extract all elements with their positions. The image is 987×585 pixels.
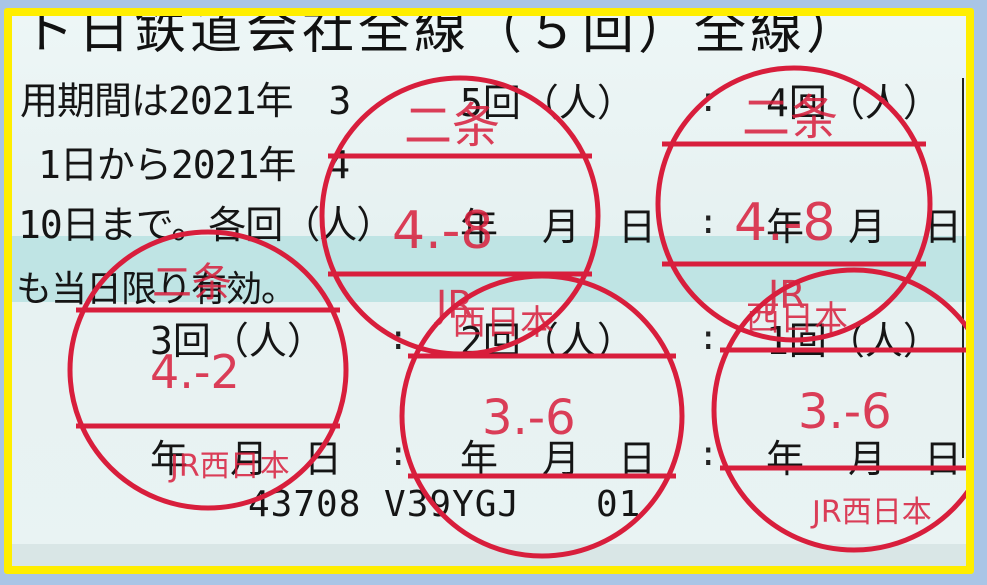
ticket-frame: ト日鉄道会社全線（５回）全線） 用期間は2021年 3 1日から2021年 4 … <box>4 8 974 574</box>
ticket: ト日鉄道会社全線（５回）全線） 用期間は2021年 3 1日から2021年 4 … <box>12 16 966 566</box>
station-stamps: 二条 4.-8 JR 二条 4.-8 JR 二条 4.-2 JR西日本 西日本 … <box>67 65 966 559</box>
entry-1-year: 年 <box>766 437 805 481</box>
ticket-code: 01 <box>596 484 642 525</box>
stamp-entry-5-top: 二条 <box>404 98 500 154</box>
right-border-line <box>962 78 964 458</box>
entry-5-day: 日 <box>618 205 657 249</box>
stamp-entry-2 <box>399 273 685 559</box>
ticket-bottom-edge <box>12 544 966 566</box>
validity-end-text: 1日から2021年 <box>38 143 296 187</box>
entry-1-day: 日 <box>924 437 963 481</box>
stamp-entry-1-top: 西日本 <box>746 299 848 339</box>
stamp-entry-3-top: 二条 <box>152 260 232 306</box>
stamp-entry-3 <box>67 229 349 511</box>
stamp-entry-4-bottom: JR <box>766 273 806 317</box>
entry-3-label: 3回（人） <box>150 319 325 363</box>
validity-line-1: 用期間は2021年 3 <box>20 70 351 125</box>
stamp-entry-1-bottom: JR西日本 <box>810 495 932 530</box>
stamp-entry-1 <box>711 267 966 553</box>
entry-5-month: 月 <box>542 205 581 249</box>
stamp-entry-2-date: 3.-6 <box>482 390 576 446</box>
stamp-entry-1-date: 3.-6 <box>798 384 892 440</box>
entry-1-date-separator: : <box>698 434 719 474</box>
stamp-entry-3-bottom: JR西日本 <box>168 449 290 484</box>
ticket-header: ト日鉄道会社全線（５回）全線） <box>22 8 863 61</box>
stamp-entry-4-date: 4.-8 <box>734 193 835 253</box>
stamp-entry-2-top: 西日本 <box>452 303 554 343</box>
entry-5-label: 5回（人） <box>460 81 635 125</box>
entry-3-year: 年 <box>150 437 189 481</box>
stamp-entry-5-bottom: JR <box>434 283 474 327</box>
entry-4-label: 4回（人） <box>766 81 941 125</box>
ticket-serial: 43708 V39YGJ <box>248 484 521 525</box>
entry-4-month: 月 <box>848 205 887 249</box>
validity-start-text: 用期間は2021年 <box>20 79 294 123</box>
validity-start-month: 3 <box>328 79 351 123</box>
stamp-entry-5-date: 4.-8 <box>392 201 493 261</box>
entry-3-month: 月 <box>230 437 269 481</box>
validity-line-3: 10日まで。各回（人） <box>18 203 394 247</box>
entry-4-year: 年 <box>766 205 805 249</box>
validity-line-4: も当日限り有効。 <box>16 269 297 310</box>
stamp-entry-4-top: 二条 <box>742 90 838 146</box>
entry-1-month: 月 <box>848 437 887 481</box>
entry-5-year: 年 <box>460 205 499 249</box>
entry-4-separator: : <box>698 202 719 242</box>
stamp-entry-3-date: 4.-2 <box>150 345 240 399</box>
stamp-entry-4 <box>655 65 933 343</box>
entry-2-separator: : <box>698 318 719 358</box>
